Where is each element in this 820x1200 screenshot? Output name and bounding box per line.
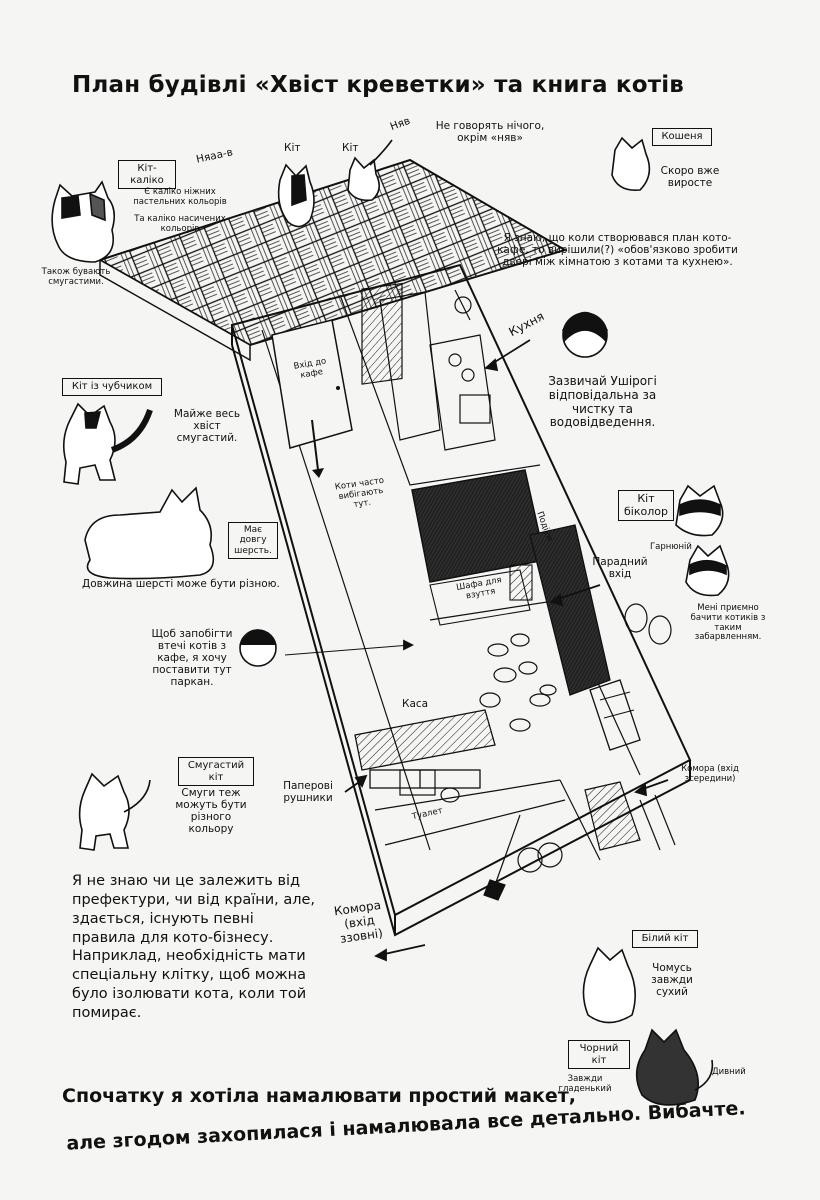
rooftop-kit-1: Кіт (284, 142, 301, 154)
black-cat-smooth-note: Завжди гладенький (558, 1074, 612, 1094)
toilet-drawing (399, 769, 460, 803)
bicolor-label: Кіт біколор (618, 490, 674, 522)
cashier-label: Каса (402, 698, 429, 710)
ushirogi-note: Зазвичай Ушірогі відповідальна за чистку… (548, 374, 657, 430)
page-title: План будівлі «Хвіст креветки» та книга к… (72, 72, 685, 98)
paper-towels-label: Паперові рушники (283, 780, 333, 805)
tabby-label: Смугастий кіт (178, 757, 254, 786)
kitten-label: Кошеня (652, 128, 712, 146)
callout-arrows (284, 339, 669, 962)
pantry-inside-drawing (584, 781, 676, 851)
cafe-door (271, 319, 353, 478)
cashier-counter (354, 709, 496, 789)
calico-tail-note: Також бувають смугастими. (41, 267, 111, 287)
kitten-note: Скоро вже виросте (660, 165, 720, 190)
pantry-inside-label: Комора (вхід зсередини) (681, 764, 739, 784)
window-panels (529, 524, 641, 751)
cat-business-rules-note: Я не знаю чи це залежить від префектури,… (72, 873, 316, 1021)
kit-kubyk-label: Кіт із чубчиком (62, 378, 162, 396)
white-cat-label: Білий кіт (632, 930, 698, 948)
broom-and-bags (483, 814, 563, 901)
cat-doodles (51, 136, 730, 1106)
calico-label: Кіт-каліко (118, 160, 176, 189)
tabby-note: Смуги теж можуть бути різного кольору (175, 787, 247, 836)
bicolor-handsome: Гарнюній (650, 542, 692, 552)
stepping-stones (479, 603, 672, 732)
calico-note-light: Є каліко ніжних пастельних кольорів (133, 187, 227, 207)
kit-kubyk-note: Майже весь хвіст смугастий. (173, 408, 241, 445)
shoe-cabinet (429, 564, 533, 626)
kitchen-drawing (361, 282, 496, 451)
black-cat-label: Чорний кіт (568, 1040, 630, 1069)
black-cat-strange-note: Дивний (712, 1067, 746, 1077)
longhair-label: Має довгу шерсть. (228, 522, 278, 560)
bicolor-nice-note: Мені приємно бачити котиків з таким заба… (690, 603, 766, 643)
fence-note: Щоб запобігти втечі котів з кафе, я хочу… (151, 628, 233, 689)
calico-note-dark: Та каліко насичених кольорів (134, 214, 226, 234)
longhair-note: Довжина шерсті може бути різною. (82, 578, 280, 590)
bottom-line-1: Спочатку я хотіла намалювати простий мак… (62, 1085, 577, 1107)
white-cat-note: Чомусь завжди сухий (651, 962, 693, 999)
front-entrance-label: Парадний вхід (592, 556, 648, 581)
door-requirement-note: Я знаю, що коли створювався план кото-ка… (497, 232, 738, 269)
no-talk-note: Не говорять нічого, окрім «няв» (435, 120, 545, 145)
rooftop-kit-2: Кіт (342, 142, 359, 154)
